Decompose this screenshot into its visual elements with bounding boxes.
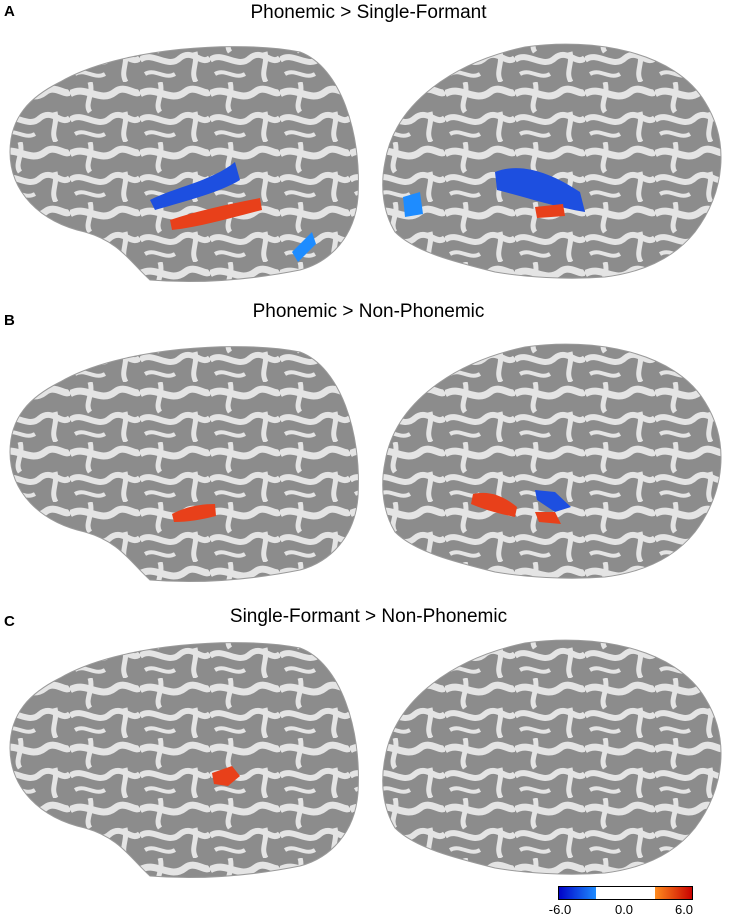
left-hemisphere-brain xyxy=(9,346,359,583)
activation-red xyxy=(212,766,240,786)
panel-title: Phonemic > Single-Formant xyxy=(250,2,487,23)
colorbar-gradient xyxy=(558,886,693,900)
colorbar-tick-max: 6.0 xyxy=(674,902,694,917)
right-hemisphere-brain xyxy=(382,639,722,875)
left-hemisphere-brain xyxy=(9,46,359,283)
panel-letter: B xyxy=(4,312,15,329)
left-hemisphere-brain xyxy=(9,642,359,879)
activation-red xyxy=(471,492,517,517)
colorbar-tick-mid: 0.0 xyxy=(614,902,634,917)
activation-red xyxy=(535,204,565,218)
panel-letter: A xyxy=(4,3,15,20)
activation-red xyxy=(170,198,262,230)
panel-title: Phonemic > Non-Phonemic xyxy=(252,301,485,322)
activation-blue xyxy=(495,168,585,212)
activation-blue xyxy=(292,232,316,262)
activation-blue xyxy=(403,192,423,217)
panel-letter: C xyxy=(4,613,15,630)
colorbar-tick-min: -6.0 xyxy=(548,902,572,917)
right-hemisphere-brain xyxy=(382,43,722,279)
right-hemisphere-brain xyxy=(382,343,722,579)
activation-red xyxy=(535,512,561,524)
activation-blue xyxy=(535,490,571,512)
activation-red xyxy=(172,504,216,522)
activation-blue xyxy=(150,162,240,210)
panel-title: Single-Formant > Non-Phonemic xyxy=(229,606,508,627)
